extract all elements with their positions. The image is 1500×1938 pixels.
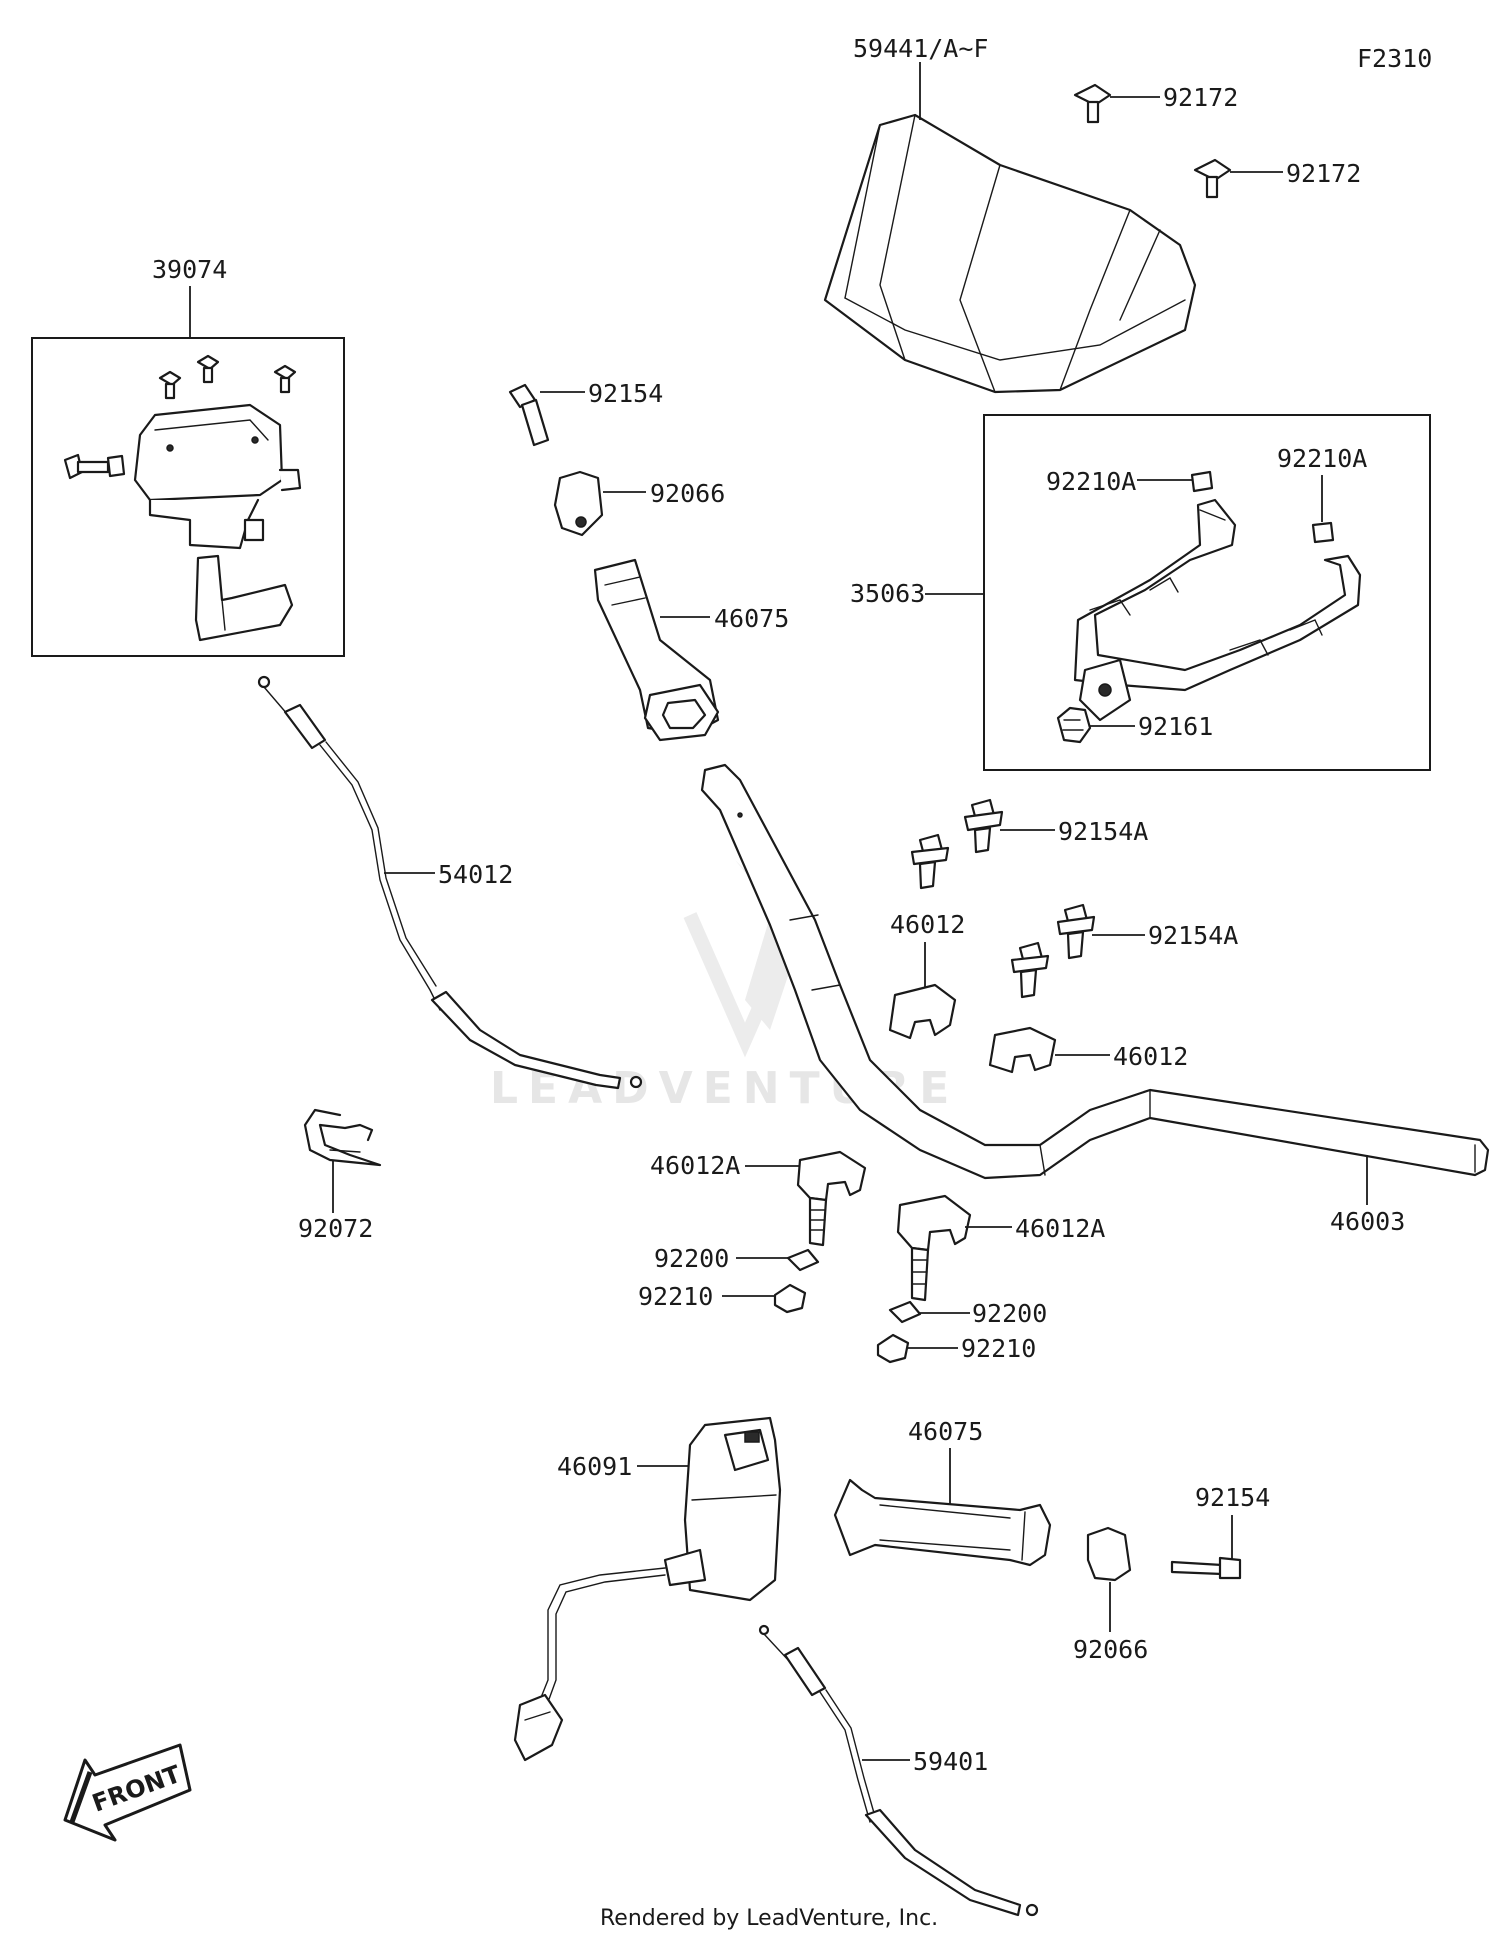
holder-46012a-left[interactable]: [796, 1150, 867, 1247]
bolt-92154a-pair-lower[interactable]: [1010, 903, 1096, 999]
callout-92200-left: 92200: [654, 1244, 729, 1273]
callout-46075-top: 46075: [714, 604, 789, 633]
bolt-92172-top[interactable]: [1073, 83, 1112, 124]
windshield[interactable]: [823, 113, 1197, 394]
grommet-92161[interactable]: [1056, 706, 1092, 744]
headlight-bracket[interactable]: [1073, 498, 1362, 722]
callout-92154-lower: 92154: [1195, 1483, 1270, 1512]
cable-clamp-92072[interactable]: [303, 1108, 382, 1167]
callout-92072: 92072: [298, 1214, 373, 1243]
holder-46012-upper[interactable]: [888, 983, 957, 1040]
diagram-code: F2310: [1357, 44, 1432, 73]
bolt-92154-lower[interactable]: [1170, 1556, 1242, 1580]
holder-46012a-right[interactable]: [896, 1194, 972, 1302]
bar-end-weight-lower[interactable]: [1086, 1526, 1132, 1582]
master-cylinder[interactable]: [133, 403, 302, 642]
throttle-cable-54012[interactable]: [257, 675, 643, 1090]
callout-54012: 54012: [438, 860, 513, 889]
callout-92200-right: 92200: [972, 1299, 1047, 1328]
bracket-bolt[interactable]: [63, 453, 126, 480]
nut-92210-left[interactable]: [773, 1283, 807, 1314]
handlebar-46003[interactable]: [700, 763, 1490, 1180]
callout-92210-right: 92210: [961, 1334, 1036, 1363]
nut-92210-right[interactable]: [876, 1333, 910, 1364]
nut-92210a-right[interactable]: [1311, 521, 1335, 544]
washer-92200-left[interactable]: [786, 1248, 820, 1272]
grip-lower[interactable]: [833, 1478, 1052, 1567]
holder-46012-right[interactable]: [988, 1026, 1057, 1074]
callout-92066-lower: 92066: [1073, 1635, 1148, 1664]
brake-cable-59401[interactable]: [758, 1624, 1039, 1917]
bar-end-weight-top[interactable]: [553, 470, 604, 537]
callout-92066-top: 92066: [650, 479, 725, 508]
callout-92210a-right: 92210A: [1277, 444, 1367, 473]
footer-credit: Rendered by LeadVenture, Inc.: [600, 1906, 938, 1931]
callout-46012-right: 46012: [1113, 1042, 1188, 1071]
callout-46012a-right: 46012A: [1015, 1214, 1105, 1243]
callout-92154-top: 92154: [588, 379, 663, 408]
callout-46075-lower: 46075: [908, 1417, 983, 1446]
switch-wiring[interactable]: [513, 1567, 666, 1762]
callout-59441: 59441/A~F: [853, 34, 988, 63]
cap-screws[interactable]: [158, 354, 297, 400]
washer-92200-right[interactable]: [888, 1300, 922, 1324]
bolt-92154a-pair-upper[interactable]: [910, 798, 1004, 890]
callout-92210-left: 92210: [638, 1282, 713, 1311]
callout-92154a-upper: 92154A: [1058, 817, 1148, 846]
callout-39074: 39074: [152, 255, 227, 284]
bolt-92154-top[interactable]: [508, 383, 550, 447]
bolt-92172-lower[interactable]: [1193, 158, 1232, 199]
callout-92154a-lower: 92154A: [1148, 921, 1238, 950]
callout-92210a-left: 92210A: [1046, 467, 1136, 496]
callout-92172-top: 92172: [1163, 83, 1238, 112]
callout-92161: 92161: [1138, 712, 1213, 741]
callout-92172-lower: 92172: [1286, 159, 1361, 188]
assembly-box-35063: [983, 414, 1431, 771]
switch-housing-46091[interactable]: [663, 1416, 782, 1602]
callout-35063: 35063: [850, 579, 925, 608]
callout-59401: 59401: [913, 1747, 988, 1776]
nut-92210a-left[interactable]: [1190, 470, 1214, 493]
grip-top[interactable]: [593, 558, 720, 742]
callout-46012a-left: 46012A: [650, 1151, 740, 1180]
watermark-logo-icon: [735, 860, 800, 1030]
callout-46091: 46091: [557, 1452, 632, 1481]
callout-46012-upper: 46012: [890, 910, 965, 939]
callout-46003: 46003: [1330, 1207, 1405, 1236]
front-arrow-icon: FRONT: [63, 1743, 192, 1842]
assembly-box-39074: [31, 337, 345, 657]
